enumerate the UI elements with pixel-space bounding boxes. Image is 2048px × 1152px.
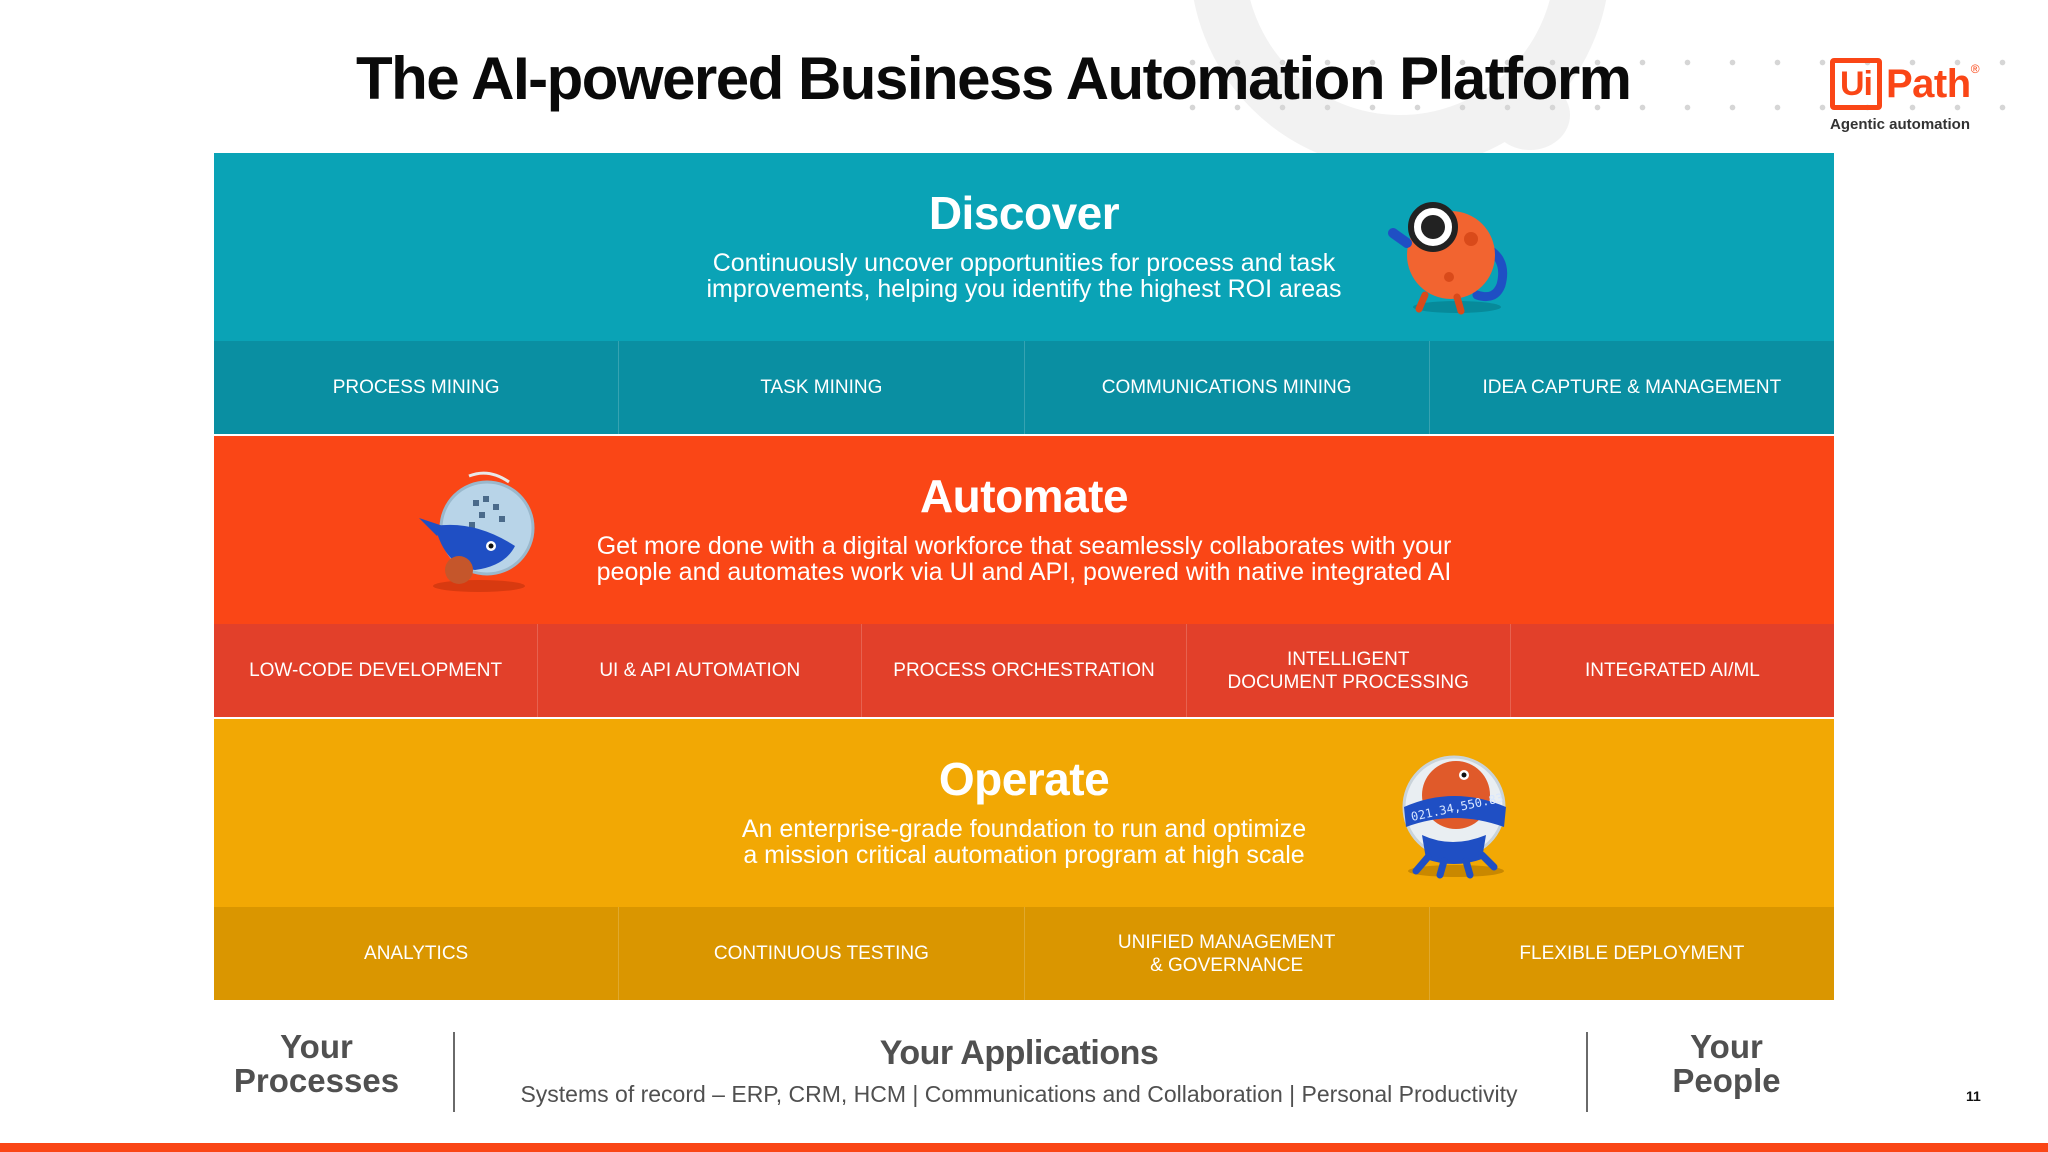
capability-label: PROCESS MINING: [332, 377, 500, 398]
capability-intelligent-document-processing: INTELLIGENT DOCUMENT PROCESSING: [1187, 624, 1511, 717]
your-applications-title: Your Applications: [879, 1034, 1159, 1072]
tier-discover-header: Discover Continuously uncover opportunit…: [214, 153, 1834, 341]
tier-operate: Operate An enterprise-grade foundation t…: [214, 719, 1834, 1000]
your-processes-label: Your Processes: [214, 1030, 419, 1098]
logo-ui-box: Ui: [1830, 58, 1882, 110]
capability-label: FLEXIBLE DEPLOYMENT: [1519, 943, 1745, 964]
tier-operate-header: Operate An enterprise-grade foundation t…: [214, 719, 1834, 907]
capability-unified-management-governance: UNIFIED MANAGEMENT & GOVERNANCE: [1025, 907, 1430, 1000]
capability-task-mining: TASK MINING: [619, 341, 1025, 434]
capability-process-mining: PROCESS MINING: [214, 341, 620, 434]
tier-automate-title: Automate: [919, 470, 1129, 522]
logo-mark: Ui Path ®: [1830, 58, 2000, 110]
uipath-logo: Ui Path ® Agentic automation: [1830, 58, 2000, 133]
capability-label: UI & API AUTOMATION: [599, 660, 801, 681]
capability-label: UNIFIED MANAGEMENT: [1117, 931, 1336, 953]
logo-tagline: Agentic automation: [1830, 116, 1971, 133]
capability-label: INTEGRATED AI/ML: [1584, 660, 1760, 681]
tier-discover-title: Discover: [928, 187, 1120, 239]
platform-stack: Discover Continuously uncover opportunit…: [214, 153, 1834, 1000]
operate-mascot-dome-icon: 021.34,550.83: [1402, 755, 1506, 879]
capability-label: DOCUMENT PROCESSING: [1227, 671, 1469, 693]
your-applications-block: Your Applications Systems of record – ER…: [454, 1034, 1584, 1108]
tier-automate-desc-line: Get more done with a digital workforce t…: [596, 532, 1452, 560]
your-processes-line: Processes: [233, 1062, 400, 1099]
capability-integrated-ai-ml: INTEGRATED AI/ML: [1511, 624, 1834, 717]
capability-idea-capture: IDEA CAPTURE & MANAGEMENT: [1430, 341, 1834, 434]
tier-discover-desc-line: improvements, helping you identify the h…: [706, 275, 1342, 303]
your-processes-line: Your: [280, 1028, 353, 1065]
capability-low-code-development: LOW-CODE DEVELOPMENT: [214, 624, 539, 717]
tier-discover: Discover Continuously uncover opportunit…: [214, 153, 1834, 434]
tier-discover-capabilities: PROCESS MINING TASK MINING COMMUNICATION…: [214, 341, 1834, 434]
your-applications-subtitle: Systems of record – ERP, CRM, HCM | Comm…: [520, 1081, 1518, 1107]
tier-operate-capabilities: ANALYTICS CONTINUOUS TESTING UNIFIED MAN…: [214, 907, 1834, 1000]
tier-operate-desc-line: a mission critical automation program at…: [743, 841, 1305, 869]
page-title: The AI-powered Business Automation Platf…: [356, 45, 1632, 112]
tier-automate-capabilities: LOW-CODE DEVELOPMENT UI & API AUTOMATION…: [214, 624, 1834, 717]
your-people-label: Your People: [1619, 1030, 1834, 1098]
brand-footer-bar: [0, 1143, 2048, 1152]
capability-label: PROCESS ORCHESTRATION: [893, 660, 1155, 681]
discover-mascot-magnifier-icon: [1388, 202, 1508, 315]
capability-label: IDEA CAPTURE & MANAGEMENT: [1482, 377, 1782, 398]
tier-discover-desc-line: Continuously uncover opportunities for p…: [712, 249, 1336, 277]
tier-automate-description: Get more done with a digital workforce t…: [214, 533, 1834, 585]
logo-registered-mark: ®: [1970, 62, 1980, 76]
capability-flexible-deployment: FLEXIBLE DEPLOYMENT: [1430, 907, 1834, 1000]
tier-operate-description: An enterprise-grade foundation to run an…: [214, 816, 1834, 868]
foundation-separator: [1586, 1032, 1588, 1112]
page-number: 11: [1966, 1088, 1981, 1104]
capability-label: & GOVERNANCE: [1150, 954, 1304, 976]
capability-communications-mining: COMMUNICATIONS MINING: [1025, 341, 1430, 434]
your-people-line: People: [1672, 1062, 1781, 1099]
capability-label: LOW-CODE DEVELOPMENT: [249, 660, 503, 681]
automate-mascot-robot-icon: [419, 471, 535, 592]
foundation-band: Your Processes Your Applications Systems…: [214, 1024, 1834, 1114]
capability-label: TASK MINING: [760, 377, 883, 398]
capability-label: CONTINUOUS TESTING: [713, 943, 929, 964]
capability-label: INTELLIGENT: [1286, 648, 1410, 670]
tier-operate-title: Operate: [938, 753, 1110, 805]
your-people-line: Your: [1690, 1028, 1763, 1065]
capability-analytics: ANALYTICS: [214, 907, 620, 1000]
capability-continuous-testing: CONTINUOUS TESTING: [619, 907, 1025, 1000]
tier-divider: [214, 717, 1834, 719]
capability-label: ANALYTICS: [364, 943, 469, 964]
capability-label: COMMUNICATIONS MINING: [1101, 377, 1352, 398]
tier-automate: Automate Get more done with a digital wo…: [214, 436, 1834, 717]
tier-automate-header: Automate Get more done with a digital wo…: [214, 436, 1834, 624]
tier-discover-description: Continuously uncover opportunities for p…: [214, 250, 1834, 302]
foundation-separator: [453, 1032, 455, 1112]
capability-process-orchestration: PROCESS ORCHESTRATION: [862, 624, 1187, 717]
tier-divider: [214, 434, 1834, 436]
logo-wordmark: Path: [1886, 61, 1971, 106]
tier-operate-desc-line: An enterprise-grade foundation to run an…: [741, 815, 1307, 843]
capability-ui-api-automation: UI & API AUTOMATION: [538, 624, 863, 717]
tier-automate-desc-line: people and automates work via UI and API…: [596, 558, 1452, 586]
